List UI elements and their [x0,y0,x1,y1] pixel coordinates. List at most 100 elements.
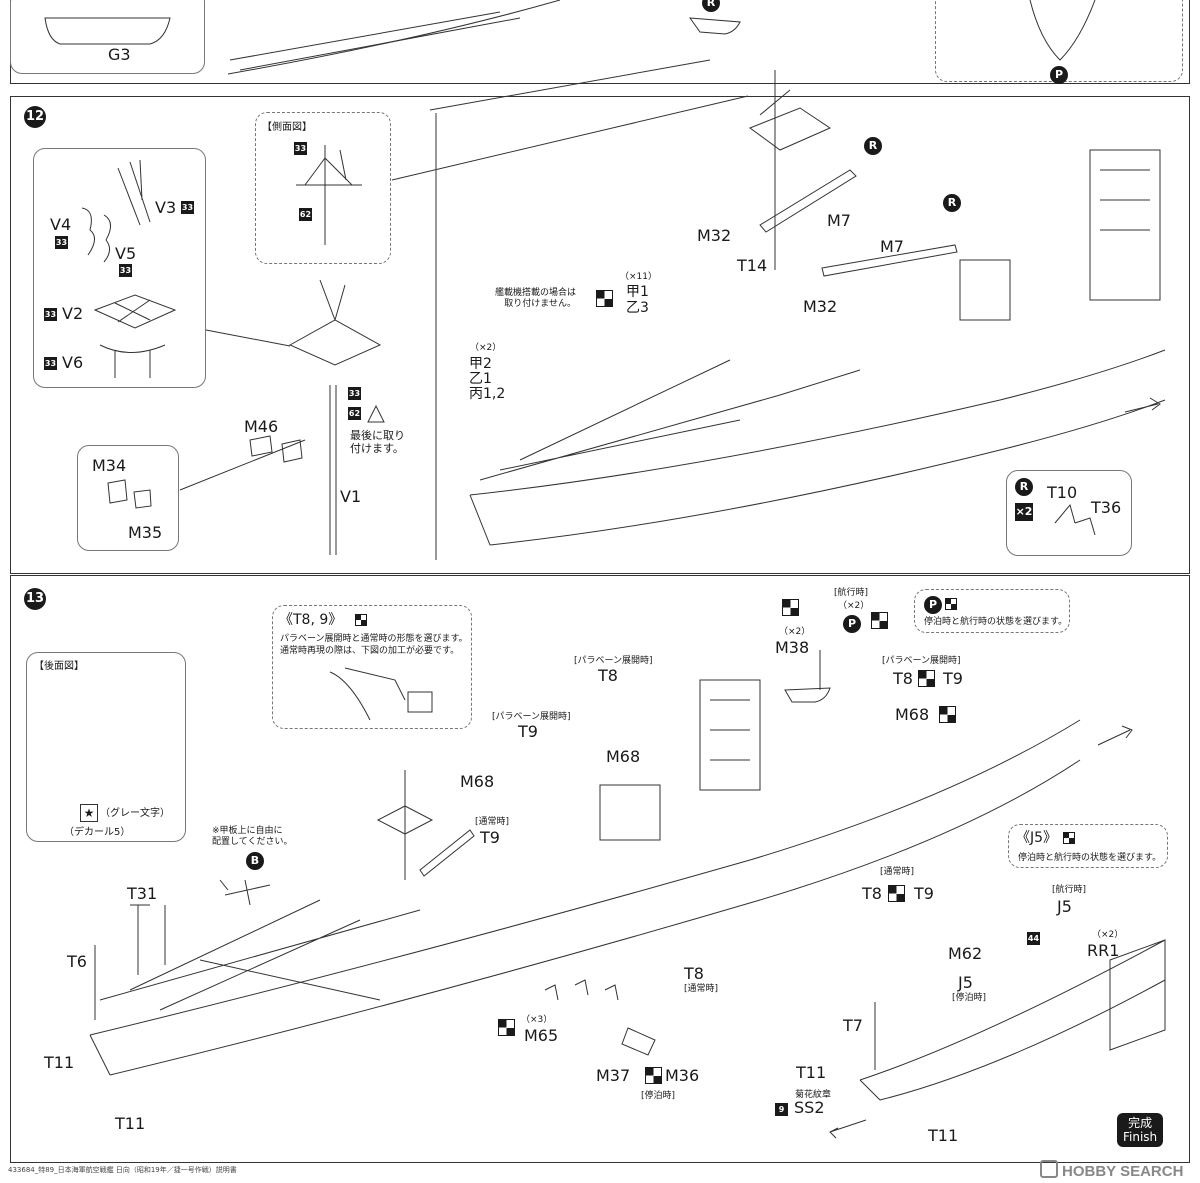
finish-badge: 完成 Finish [1117,1113,1164,1147]
part-t11-label: T11 [796,1063,827,1082]
ship-13-bow [859,939,1166,1101]
part-g3-label: G3 [108,45,131,64]
part-m65-shape [544,979,619,1001]
p-marker-icon: P [924,596,942,614]
part-v1-shape [329,385,337,555]
para-bracket: [パラベーン展開時] [574,656,653,666]
mast-top-12 [288,279,382,366]
rear-view-inset [26,652,186,842]
direction-arrow-13b [829,1119,867,1139]
t89-inset [272,605,472,729]
part-t31-shape [130,904,166,975]
rr1-mult: （×2） [1092,930,1124,940]
aircraft-b [219,879,271,906]
code-33-icon: 33 [55,236,68,249]
choice-pattern-icon [945,598,957,610]
ship-12-deck [479,359,861,481]
j5-note-inset [1008,824,1168,868]
part-m68-label: M68 [606,747,641,766]
choice-pattern-icon [596,290,613,307]
r-marker-icon: R [1015,478,1033,496]
crane-m7-a [759,169,857,233]
part-m46-label: M46 [244,417,279,436]
side-mast [296,145,362,245]
finish-en: Finish [1123,1130,1158,1144]
choice-pattern-icon [498,1019,515,1036]
part-m7-label: M7 [880,237,904,256]
part-v6-shape [99,344,166,378]
code-33-icon: 33 [44,357,57,370]
normal-bracket: [通常時] [475,817,510,827]
group-x2-line2: 乙1 [469,371,492,387]
part-t11-label: T11 [115,1114,146,1133]
star-decal-icon: ★ [80,804,98,822]
anchored-bracket: [停泊時] [641,1091,676,1101]
mast-parts-inset [33,148,206,388]
choice-pattern-icon [645,1067,662,1084]
part-v5-label: V5 [115,244,137,263]
j5-anchored-bracket: [停泊時] [952,993,987,1003]
part-t11-label: T11 [44,1053,75,1072]
direction-arrow-12 [1124,397,1161,413]
choice-pattern-icon [918,670,935,687]
part-t8-label: T8 [684,964,704,983]
group-x11-line2: 乙3 [626,300,649,316]
group-x2-mult: （×2） [470,343,502,353]
j5-sailing-bracket: [航行時] [1052,885,1087,895]
b-marker-icon: B [246,852,264,870]
part-v3-shape [117,159,151,226]
boat-m38 [784,650,831,703]
part-t6-label: T6 [67,952,87,971]
step13-panel [10,575,1190,1163]
bow-11 [1029,0,1096,61]
code-33-icon: 33 [44,308,57,321]
p-note-inset [914,589,1070,633]
aircraft-note: 艦載機搭載の場合は 取り付けません。 [495,288,577,309]
choice-pattern-icon [1063,832,1075,844]
code-9-icon: 9 [775,1103,788,1116]
part-m36-m37-shape [621,1027,656,1056]
group-x11-line1: 甲1 [626,284,649,300]
part-m32-label: M32 [697,226,732,245]
code-33-icon: 33 [119,264,132,277]
group-x2-line3: 丙1,2 [469,386,506,402]
step12-panel [10,96,1190,574]
code-62-icon: 62 [348,407,361,420]
part-t11-label: T11 [928,1126,959,1145]
step12-number: 12 [24,106,46,128]
p-mult: （×2） [838,601,870,611]
part-v2-label: V2 [62,304,84,323]
ship-13-superstructure [599,679,761,841]
normal-bracket: [通常時] [880,867,915,877]
m65-mult: （×3） [521,1015,553,1025]
deck-note: ※甲板上に自由に 配置してください。 [212,826,293,847]
part-m62-label: M62 [948,944,983,963]
ship-12-superstructure [959,149,1161,321]
part-m34-label: M34 [92,456,127,475]
part-m35-label: M35 [128,523,163,542]
part-t10-t36-shape [1054,503,1096,536]
part-t9-label: T9 [943,669,963,688]
part-t10-label: T10 [1047,483,1078,502]
code-33-icon: 33 [181,201,194,214]
watermark-text: HOBBY SEARCH [1062,1163,1184,1180]
p-marker-icon: P [1050,66,1068,84]
part-t7-label: T7 [843,1016,863,1035]
part-m68-label: M68 [895,705,930,724]
part-m7-label: M7 [827,211,851,230]
part-v4-shape [81,207,95,256]
part-t8-label: T8 [862,884,882,903]
para-bracket: [パラベーン展開時] [882,656,961,666]
choice-pattern-icon [782,599,799,616]
j5-note-text: 停泊時と航行時の状態を選びます。 [1018,853,1162,863]
part-v6-label: V6 [62,353,84,372]
code-33-icon: 33 [348,387,361,400]
choice-pattern-icon [939,706,956,723]
part-rr1-label: RR1 [1087,941,1120,960]
part-t9-label: T9 [480,828,500,847]
part-j5-label: J5 [958,973,973,992]
gray-text-note: （グレー文字） [100,808,170,819]
part-t9-label: T9 [518,722,538,741]
part-ss2-label: SS2 [794,1098,825,1117]
j5-note-title: 《J5》 [1016,830,1058,846]
